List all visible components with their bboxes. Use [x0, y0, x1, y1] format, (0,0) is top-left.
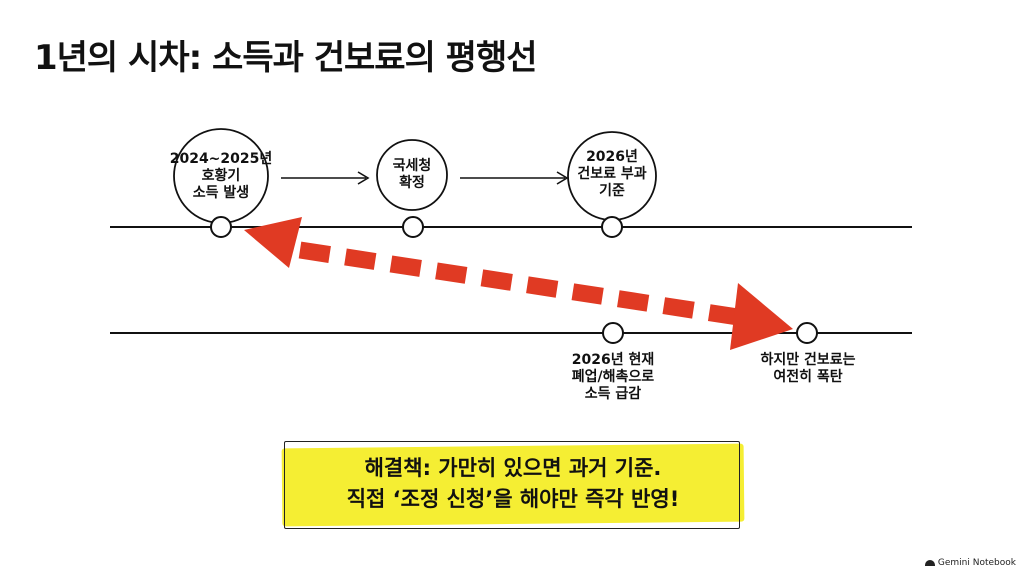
income-node-label: 2024~2025년 호황기 소득 발생 [161, 151, 281, 202]
now-node-label: 2026년 현재 폐업/해촉으로 소득 급감 [553, 352, 673, 403]
callout-frame [284, 441, 740, 529]
nts-node-label: 국세청 확정 [352, 158, 472, 192]
flow-arrow-1 [281, 171, 370, 185]
now-label-line-2: 폐업/해촉으로 [571, 369, 655, 385]
now-label-line-3: 소득 급감 [584, 386, 642, 402]
bomb-label-line-2: 여전히 폭탄 [773, 369, 843, 385]
premium-node-label: 2026년 건보료 부과 기준 [552, 149, 672, 200]
gemini-notebook-icon [924, 560, 935, 566]
brand-label: Gemini Notebook [937, 558, 1016, 568]
page-title: 1년의 시차: 소득과 건보료의 평행선 [34, 38, 538, 78]
brand-watermark: Gemini Notebook [924, 558, 1016, 568]
flow-arrow-2 [460, 171, 569, 185]
top-point-nts [402, 216, 424, 238]
income-label-line-1: 2024~2025년 [169, 151, 273, 167]
bomb-node-label: 하지만 건보료는 여전히 폭탄 [748, 352, 868, 386]
callout-text: 해결책: 가만히 있으면 과거 기준. 직접 ‘조정 신청’을 해야만 즉각 반… [282, 453, 744, 515]
top-point-premium [601, 216, 623, 238]
nts-label-line-1: 국세청 [392, 158, 432, 174]
bomb-label-line-1: 하지만 건보료는 [760, 352, 856, 368]
bottom-point-bomb [796, 322, 818, 344]
now-label-line-1: 2026년 현재 [571, 352, 655, 368]
nts-bubble [376, 139, 448, 211]
solution-callout: 해결책: 가만히 있으면 과거 기준. 직접 ‘조정 신청’을 해야만 즉각 반… [281, 440, 745, 529]
income-label-line-2: 호황기 [201, 168, 241, 184]
time-gap-arrow [244, 217, 793, 350]
callout-line-1: 해결책: 가만히 있으면 과거 기준. [364, 456, 662, 480]
income-label-line-3: 소득 발생 [192, 185, 250, 201]
bottom-point-now [602, 322, 624, 344]
nts-label-line-2: 확정 [399, 175, 425, 191]
premium-label-line-1: 2026년 [586, 149, 638, 165]
top-point-income [210, 216, 232, 238]
premium-label-line-2: 건보료 부과 [577, 166, 647, 182]
callout-line-2: 직접 ‘조정 신청’을 해야만 즉각 반영! [346, 487, 680, 511]
premium-label-line-3: 기준 [599, 183, 625, 199]
